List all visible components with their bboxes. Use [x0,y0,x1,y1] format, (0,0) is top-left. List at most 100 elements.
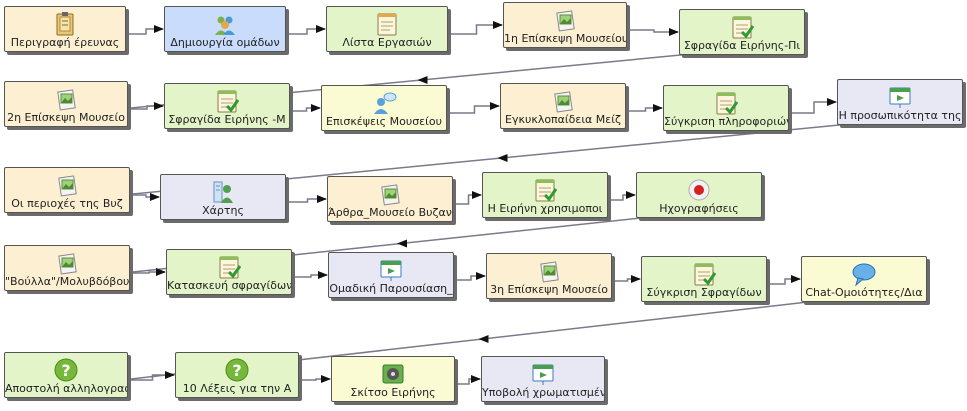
notebook-list-icon [374,11,400,37]
flow-connector [611,191,636,201]
activity-node-label: Άρθρα_Μουσείο Βυζαν [328,206,452,219]
checked-notes-icon [729,14,755,40]
flow-connector [129,25,164,35]
presentation-icon [378,257,404,283]
checked-notes-icon [713,90,739,116]
activity-node-label: 3η Επίσκεψη Μουσείο [490,283,608,296]
activity-node[interactable]: Σύγκριση Σφραγίδων [641,256,767,302]
activity-node[interactable]: Σφραγίδα Ειρήνης-Πι [679,9,805,55]
checked-notes-icon [214,88,240,114]
activity-node[interactable]: Λίστα Εργασιών [326,6,448,52]
image-document-icon [377,181,403,207]
activity-node[interactable]: ? 10 Λέξεις για την Α [175,352,299,398]
activity-node-label: Ομαδική Παρουσίαση_ [329,282,453,295]
flow-connector [770,275,801,285]
flow-connector [458,375,481,385]
activity-node-label: 1η Επίσκεψη Μουσείου [504,32,627,45]
activity-node[interactable]: Η προσωπικότητα της [837,79,963,125]
group-people-icon [212,11,238,37]
flow-connector [133,193,160,201]
activity-node-label: Δημιουργία ομάδων [170,36,280,49]
activity-node-label: Ηχογραφήσεις [659,202,739,215]
activity-node-label: Σφραγίδα Ειρήνης -Μ [168,113,286,126]
checked-notes-icon [691,261,717,287]
activity-node-label: Κατασκευή σφραγίδων [167,279,292,292]
image-document-icon [53,86,79,112]
image-document-icon [536,258,562,284]
activity-node-label: 2η Επίσκεψη Μουσείο [7,111,125,124]
activity-node-label: Οι περιοχές της Βυζ [11,197,123,210]
activity-node[interactable]: Περιγραφή έρευνας [4,6,126,52]
activity-node-label: Η Ειρήνη χρησιμοποι [487,202,603,215]
flow-connector [131,371,175,381]
image-document-icon [54,250,80,276]
activity-node[interactable]: 3η Επίσκεψη Μουσείο [486,253,612,299]
activity-node-label: 10 Λέξεις για την Α [182,382,292,395]
activity-node[interactable]: Chat-Ομοιότητες/Δια [801,256,927,302]
activity-node-label: Σκίτσο Ειρήνης [350,386,436,399]
activity-node[interactable]: Ομαδική Παρουσίαση_ [328,252,454,298]
flow-connector [629,104,663,112]
activity-node-label: Λίστα Εργασιών [342,36,432,49]
flow-connector [293,104,321,112]
checked-notes-icon [532,177,558,203]
activity-node-label: Chat-Ομοιότητες/Δια [805,286,923,299]
activity-node[interactable]: Σκίτσο Ειρήνης [331,356,455,402]
connector-arrowhead [397,239,407,248]
question-mark-icon: ? [224,357,250,383]
flow-connector [295,271,328,279]
flow-connector [302,375,331,383]
activity-node[interactable]: Επισκέψεις Μουσείου [321,85,447,131]
activity-node[interactable]: Οι περιοχές της Βυζ [4,167,130,213]
activity-node[interactable]: Χάρτης [160,174,286,220]
flow-connector [131,102,164,110]
activity-node[interactable]: Ηχογραφήσεις [636,172,762,218]
flow-connector [289,25,326,35]
speech-bubble-icon [851,261,877,287]
activity-node[interactable]: 1η Επίσκεψη Μουσείου [503,2,627,48]
activity-node-label: Η προσωπικότητα της [838,109,962,122]
activity-node[interactable]: Σύγκριση πληροφοριών [663,85,789,131]
activity-node-label: Σφραγίδα Ειρήνης-Πι [683,39,801,52]
presentation-icon [530,361,556,387]
record-button-icon [686,177,712,203]
flow-connector [133,268,166,276]
connector-arrowhead [417,76,428,84]
activity-node-label: Περιγραφή έρευνας [10,36,120,49]
flow-connector [450,102,500,114]
checked-notes-icon [216,254,242,280]
flow-connector [615,275,641,283]
image-document-icon [552,7,578,33]
activity-node[interactable]: 2η Επίσκεψη Μουσείο [4,81,128,127]
activity-node-label: Υποβολή χρωματισμέν [482,386,605,399]
activity-node-label: Χάρτης [202,204,244,217]
activity-node[interactable]: Υποβολή χρωματισμέν [481,356,605,402]
wiki-person-icon [210,179,236,205]
activity-node[interactable]: Κατασκευή σφραγίδων [166,249,292,295]
activity-node[interactable]: Η Ειρήνη χρησιμοποι [482,172,608,218]
image-document-icon [550,88,576,114]
activity-node-label: Εγκυκλοπαίδεια Μείζ [505,113,621,126]
image-document-icon [54,172,80,198]
activity-node[interactable]: Σφραγίδα Ειρήνης -Μ [164,83,290,129]
flow-connector [456,191,482,205]
question-mark-icon: ? [53,357,79,383]
connector-arrowhead [478,335,489,343]
film-reel-icon [380,361,406,387]
presentation-icon [887,84,913,110]
chat-people-icon [371,90,397,116]
flow-connector [630,28,679,36]
flow-connector [457,272,486,281]
activity-node[interactable]: "Βούλλα"/Μολυβδόβου [4,245,130,291]
flow-connector [792,98,837,114]
activity-node-label: Σύγκριση Σφραγίδων [646,286,762,299]
svg-text:?: ? [232,361,241,380]
activity-node-label: Σύγκριση πληροφοριών [664,115,789,128]
activity-node[interactable]: Δημιουργία ομάδων [164,6,286,52]
activity-node[interactable]: Εγκυκλοπαίδεια Μείζ [500,83,626,129]
activity-node[interactable]: ?Αποστολή αλληλογραφ [4,352,128,398]
svg-text:?: ? [61,361,70,380]
flow-connector [451,21,503,35]
activity-node[interactable]: Άρθρα_Μουσείο Βυζαν [327,176,453,222]
activity-node-label: "Βούλλα"/Μολυβδόβου [5,275,130,288]
